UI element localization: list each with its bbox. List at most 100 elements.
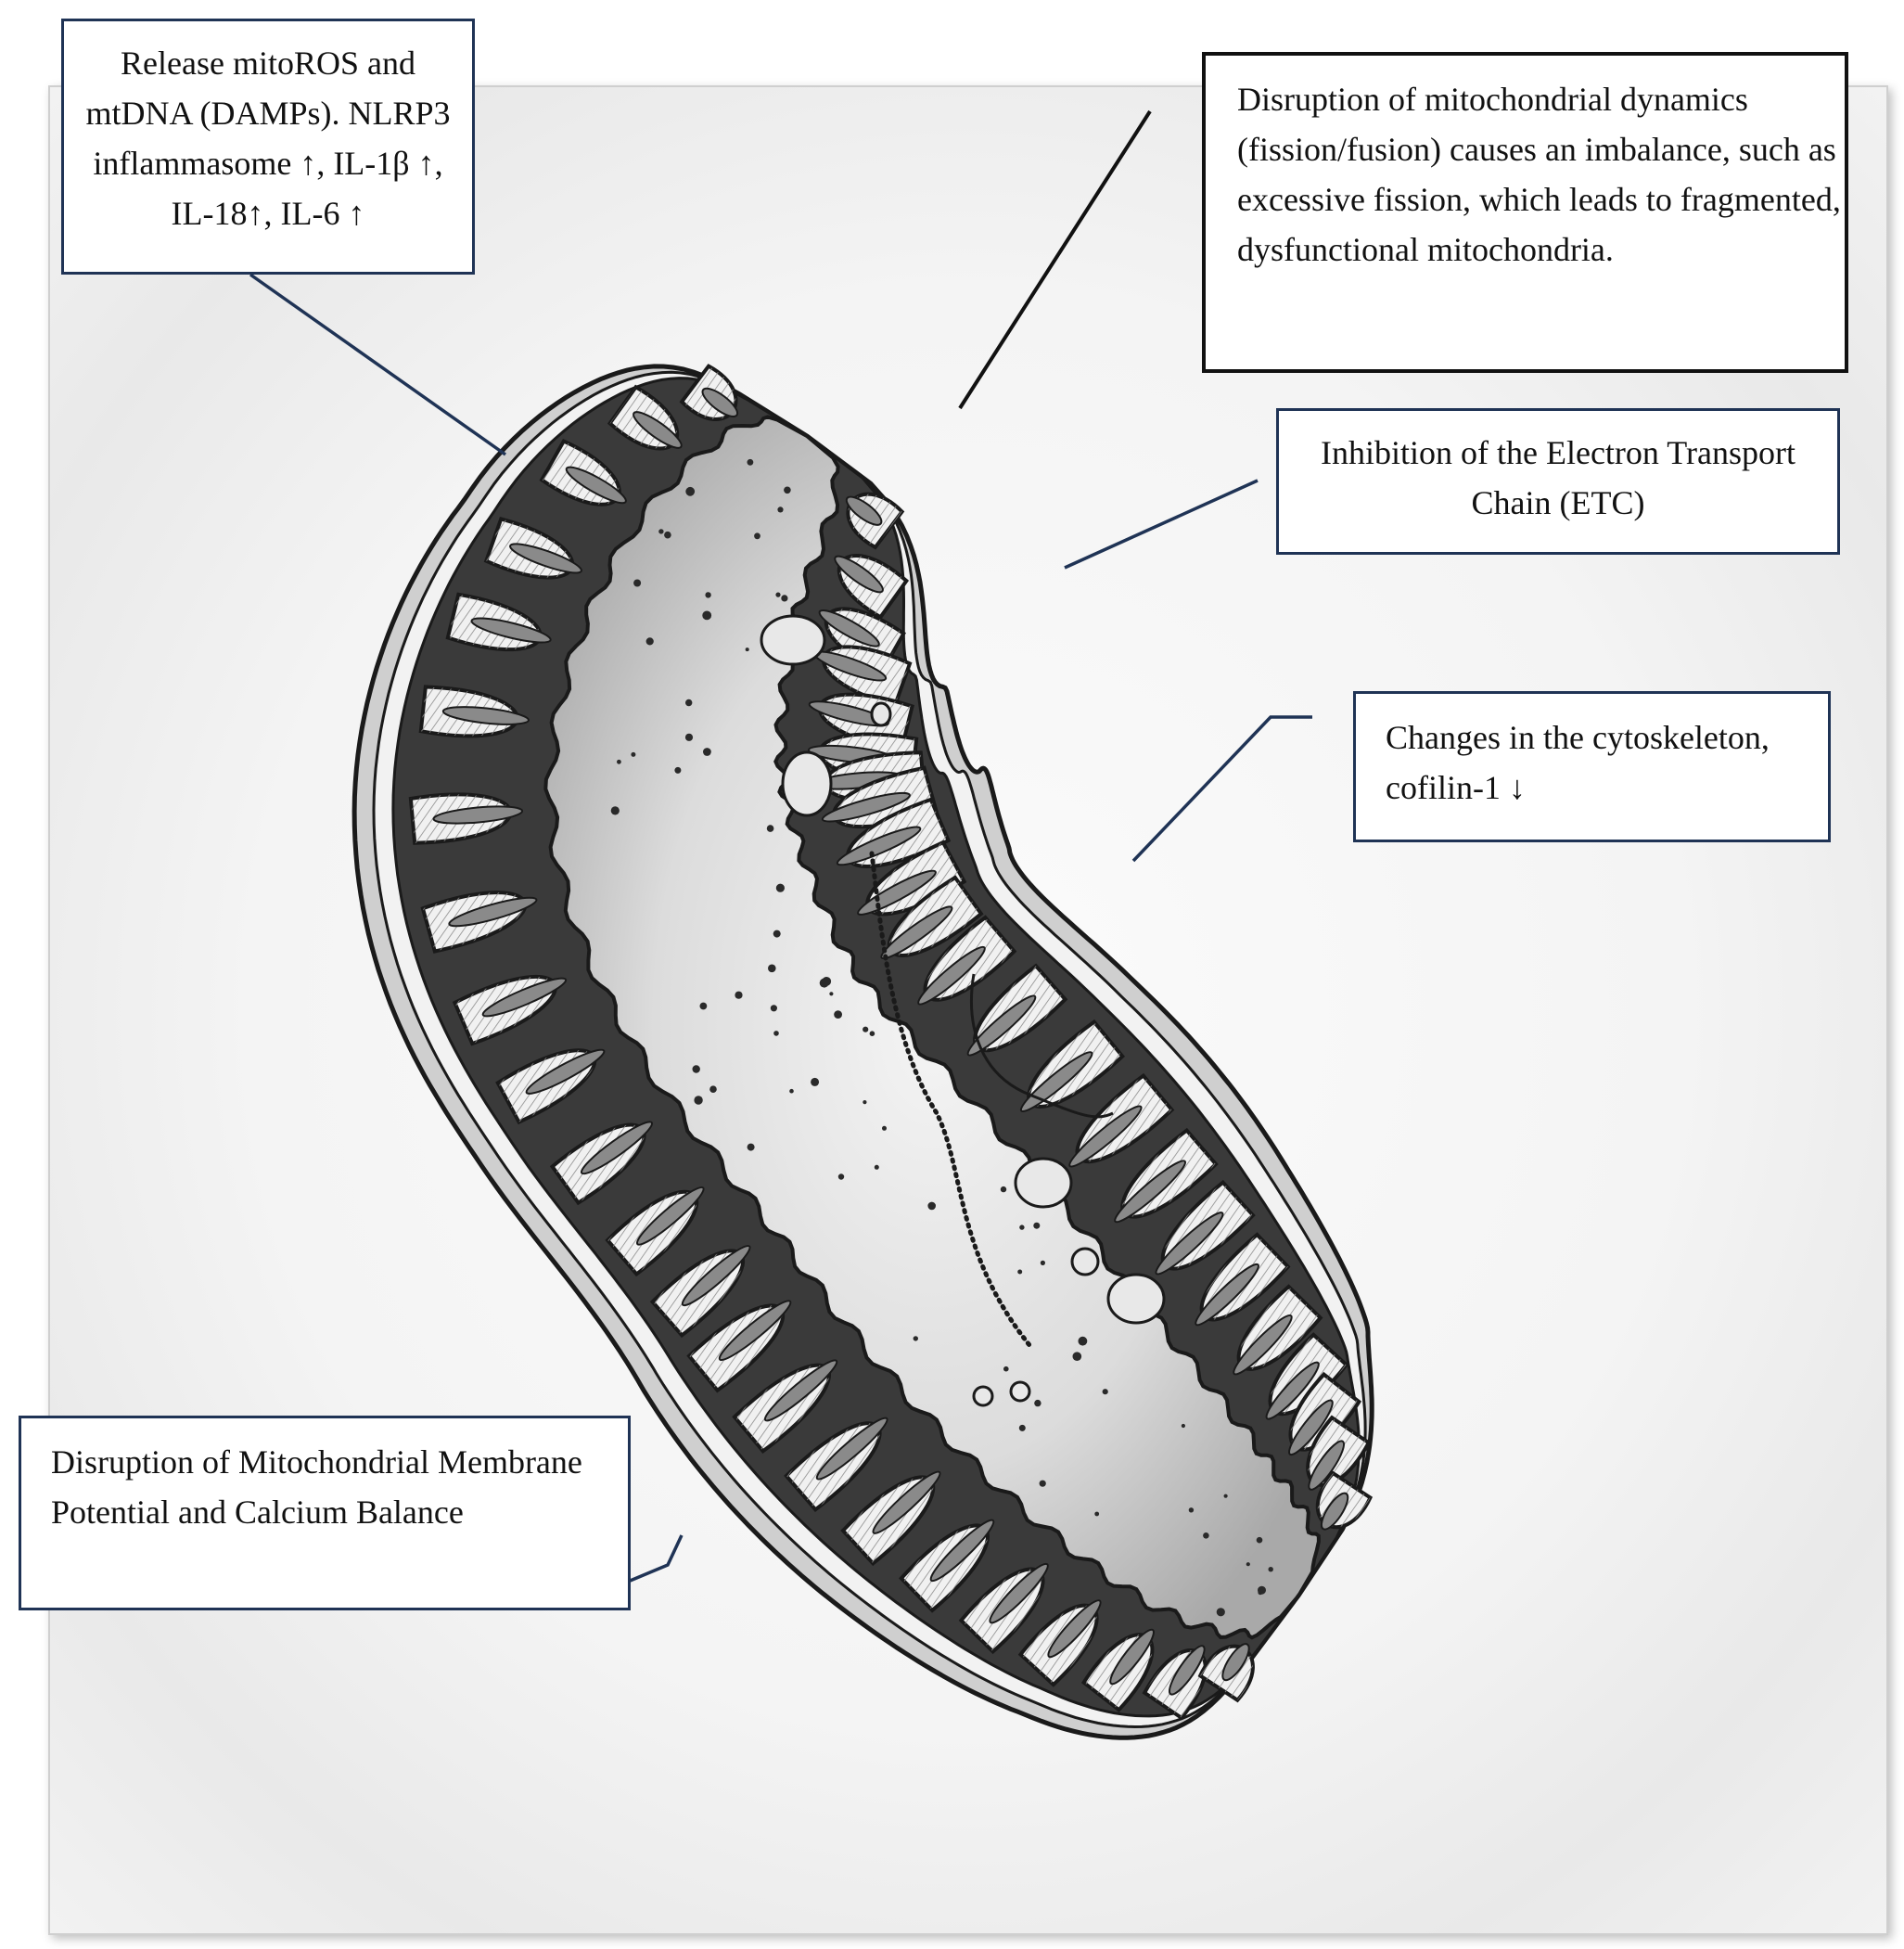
matrix-granule: [1070, 1247, 1100, 1276]
matrix-dot: [913, 1336, 918, 1341]
matrix-dot: [1246, 1562, 1250, 1567]
leader-line-release: [249, 273, 507, 456]
matrix-dot: [610, 806, 620, 815]
matrix-dot: [658, 529, 664, 534]
matrix-dot: [709, 1085, 717, 1093]
crista-lumen: [509, 543, 582, 574]
matrix-dot: [674, 766, 682, 774]
matrix-dot: [645, 637, 654, 646]
crista-lumen: [441, 706, 530, 725]
leader-line-membrane: [616, 1534, 684, 1588]
matrix-dot: [789, 1088, 794, 1094]
matrix-dot: [617, 759, 621, 764]
matrix-granule: [1106, 1273, 1166, 1325]
matrix-dot: [775, 883, 786, 892]
crista-lumen: [872, 1470, 941, 1534]
matrix-dot: [1268, 1567, 1273, 1572]
matrix-dot: [927, 1201, 936, 1211]
matrix-dot: [781, 595, 788, 602]
crista-lumen: [1308, 1440, 1345, 1491]
mtdna-strand: [869, 851, 1032, 1348]
crista-lumen: [917, 945, 986, 1006]
crista-lumen: [1221, 1643, 1250, 1682]
matrix-dot: [684, 733, 694, 741]
matrix-dot: [1018, 1424, 1026, 1431]
matrix-dot: [1000, 1186, 1007, 1193]
matrix-dot: [1078, 1336, 1088, 1346]
crista-lumen: [989, 1562, 1049, 1624]
mtdna-strand-secondary: [970, 973, 1114, 1119]
matrix-dot: [1203, 1532, 1209, 1539]
matrix-dot: [773, 930, 781, 938]
crista-lumen: [836, 826, 922, 866]
matrix-dot: [1181, 1423, 1185, 1429]
matrix-granule: [972, 1385, 994, 1407]
matrix-dot: [1072, 1352, 1082, 1361]
crista-lumen: [1195, 1263, 1259, 1327]
matrix-dot: [768, 964, 776, 973]
matrix-dot: [863, 1100, 867, 1105]
label-release-mitoros: Release mitoROS and mtDNA (DAMPs). NLRP3…: [61, 19, 475, 275]
matrix-granule: [1014, 1157, 1073, 1209]
crista-lumen: [880, 905, 953, 960]
matrix-granule: [1009, 1380, 1031, 1403]
matrix-dot: [694, 1096, 703, 1105]
matrix-dot: [1040, 1260, 1045, 1265]
matrix-dot: [1034, 1399, 1041, 1407]
crista-lumen: [432, 805, 524, 825]
matrix-dot: [633, 579, 642, 587]
crista-lumen: [681, 1245, 751, 1307]
matrix-dot: [631, 751, 636, 757]
leader-line-cytoskeleton: [1131, 715, 1312, 863]
crista-lumen: [966, 994, 1037, 1057]
crista-lumen: [815, 1417, 888, 1481]
matrix-dot: [874, 1164, 879, 1170]
matrix-dot: [747, 1143, 755, 1151]
leader-line-dynamics: [958, 109, 1152, 410]
crista-lumen: [448, 896, 538, 928]
matrix-dot: [1102, 1389, 1108, 1395]
label-mitochondrial-dynamics: Disruption of mitochondrial dynamics (fi…: [1202, 52, 1848, 373]
matrix-dot: [829, 992, 834, 996]
matrix-dot: [777, 506, 784, 513]
crista-lumen: [818, 609, 880, 648]
matrix-dot: [754, 532, 760, 540]
label-cytoskeleton-changes: Changes in the cytoskeleton, cofilin-1 ↓: [1353, 691, 1831, 842]
crista-lumen: [1047, 1599, 1102, 1659]
matrix-granule: [870, 701, 892, 727]
matrix-dot: [1258, 1590, 1263, 1596]
matrix-dot: [882, 1125, 887, 1131]
crista-lumen: [1320, 1492, 1349, 1531]
matrix-dot: [863, 1026, 869, 1032]
matrix-dot: [1256, 1536, 1263, 1544]
matrix-granule: [760, 614, 826, 666]
matrix-dot: [784, 486, 791, 494]
matrix-dot: [766, 825, 774, 832]
matrix-granules: [610, 458, 1273, 1617]
crista-lumen: [1155, 1212, 1224, 1276]
matrix-dot: [692, 1065, 700, 1073]
crista-lumen: [1114, 1160, 1187, 1224]
crista-lumen: [525, 1048, 606, 1095]
crista-lumen: [633, 411, 683, 449]
matrix: [543, 415, 1321, 1640]
crista-lumen: [1068, 1105, 1143, 1168]
matrix-dot: [705, 592, 711, 598]
crista-lumen: [481, 977, 568, 1018]
matrix-dot: [685, 486, 696, 496]
matrix-dot: [1019, 1225, 1025, 1230]
matrix-dot: [702, 610, 712, 621]
matrix-dot: [837, 1173, 845, 1180]
crista-lumen: [834, 555, 884, 594]
matrix-dot: [1188, 1507, 1195, 1513]
crista-lumen: [1019, 1051, 1093, 1112]
crista-lumen: [1109, 1628, 1155, 1686]
matrix-dot: [1223, 1494, 1228, 1498]
matrix-dot: [1003, 1366, 1009, 1372]
crista-lumen: [1288, 1399, 1334, 1456]
crista-lumen: [1265, 1361, 1320, 1420]
matrix-dot: [822, 977, 832, 986]
matrix-dot: [770, 1005, 778, 1012]
crista-lumen: [845, 495, 883, 526]
